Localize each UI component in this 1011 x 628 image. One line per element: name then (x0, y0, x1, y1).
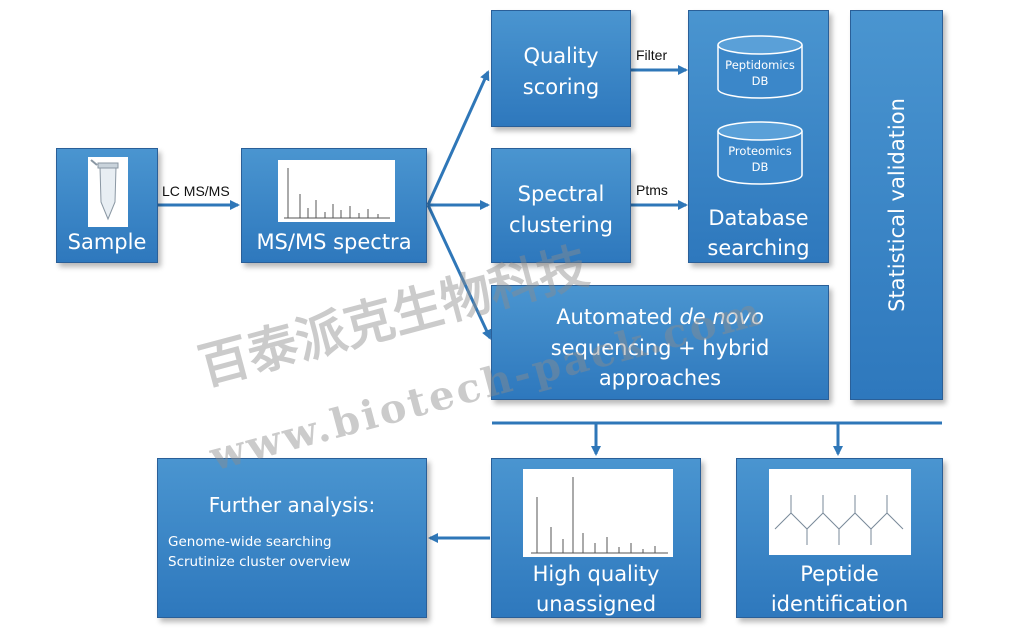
node-quality-scoring: Quality scoring (491, 10, 631, 127)
tube-icon (88, 157, 128, 227)
node-automated-line1a: Automated (556, 305, 680, 329)
edge-label-lcms: LC MS/MS (162, 183, 230, 199)
peptidomics-db-line1: Peptidomics (725, 58, 795, 72)
node-statistical-label: Statistical validation (884, 98, 909, 312)
proteomics-db-line2: DB (751, 160, 769, 174)
cylinder-icon (717, 121, 803, 185)
node-automated-line1b: de novo (679, 305, 764, 329)
node-hq-line2: unassigned (535, 592, 657, 616)
node-quality-line1: Quality (523, 44, 599, 68)
node-sample-label: Sample (67, 230, 147, 254)
node-further-item1: Genome-wide searching (168, 534, 332, 550)
node-peptide-line1: Peptide (800, 562, 879, 586)
node-hq-line1: High quality (532, 562, 660, 586)
cylinder-icon (717, 35, 803, 99)
node-automated-line1: Automated de novo (492, 302, 828, 332)
node-database-searching: Peptidomics DB Proteomics DB Database se… (688, 10, 829, 263)
node-peptide-identification: Peptide identification (736, 458, 943, 618)
node-quality-line2: scoring (522, 75, 600, 99)
node-spectral-line2: clustering (509, 213, 613, 237)
node-spectral-clustering: Spectral clustering (491, 148, 631, 263)
peptide-structure-image (769, 469, 911, 555)
node-further-item2: Scrutinize cluster overview (168, 554, 351, 570)
node-msms-spectra: MS/MS spectra (241, 148, 427, 263)
spectrum-image (523, 469, 673, 557)
edge-label-filter: Filter (636, 47, 668, 63)
peptidomics-db-line2: DB (751, 74, 769, 88)
node-msms-label: MS/MS spectra (256, 230, 412, 254)
peptidomics-db-cylinder: Peptidomics DB (716, 35, 804, 99)
node-spectral-line1: Spectral (517, 182, 605, 206)
node-peptide-line2: identification (770, 592, 909, 616)
node-sample: Sample (56, 148, 158, 263)
node-automated-line3: approaches (598, 366, 722, 390)
node-further-title: Further analysis: (208, 493, 376, 517)
spectrum-image (278, 160, 395, 222)
node-database-line1: Database (708, 206, 809, 230)
node-database-line2: searching (707, 236, 810, 260)
node-automated-de-novo: Automated de novo sequencing + hybrid ap… (491, 285, 829, 400)
node-high-quality-unassigned: High quality unassigned (491, 458, 701, 618)
node-automated-line2: sequencing + hybrid (550, 336, 770, 360)
arrow-msms-to-automated (426, 204, 492, 340)
node-further-analysis: Further analysis: Genome-wide searching … (157, 458, 427, 618)
node-statistical-validation: Statistical validation (850, 10, 943, 400)
arrow-msms-to-quality (426, 70, 490, 206)
edge-label-ptms: Ptms (636, 182, 668, 198)
proteomics-db-line1: Proteomics (728, 144, 792, 158)
proteomics-db-cylinder: Proteomics DB (716, 121, 804, 185)
